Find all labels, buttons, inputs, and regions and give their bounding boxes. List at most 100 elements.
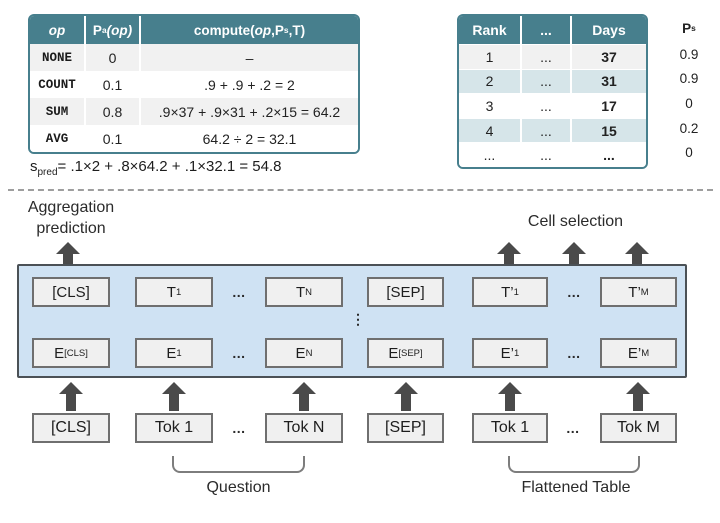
- pa-base: P: [92, 22, 102, 38]
- cell-selection-arrow-icon: [625, 242, 649, 266]
- ellipsis: ...: [567, 345, 581, 361]
- token-label: E: [54, 344, 65, 362]
- token-label: E: [166, 344, 177, 362]
- arrow-head: [394, 382, 418, 394]
- input-arrow-icon: [498, 382, 522, 411]
- vertical-ellipsis: ⋮: [351, 311, 365, 327]
- ps-base: P: [682, 20, 692, 36]
- arrow-shaft: [633, 394, 643, 411]
- rank-value: 4: [485, 122, 494, 139]
- token-label: T: [166, 283, 176, 301]
- ellipsis-cell: ...: [520, 69, 570, 94]
- ps-value: 0.9: [679, 71, 699, 87]
- days-header: Days: [570, 16, 646, 44]
- input-arrow-icon: [394, 382, 418, 411]
- compute-op: op: [254, 22, 272, 38]
- e-box-cls: E[CLS]: [32, 338, 110, 368]
- t-box-sep: [SEP]: [367, 277, 444, 307]
- aggregation-label-line1: Aggregation: [27, 199, 115, 216]
- rank-header: Rank: [472, 22, 507, 38]
- days-value: ...: [570, 143, 646, 167]
- token-label: T’: [628, 283, 641, 301]
- input-box-cls: [CLS]: [32, 413, 110, 443]
- compute-pre: compute(: [193, 22, 255, 38]
- days-value: 17: [570, 94, 646, 118]
- rank-table-header-row: Rank ... Days: [459, 16, 646, 44]
- token-sub: 1: [176, 347, 182, 359]
- rank-value: ...: [483, 147, 496, 164]
- op-name: AVG: [45, 131, 69, 146]
- days-value: 37: [570, 45, 646, 69]
- rank-value: 1: [485, 48, 494, 65]
- transformer-box: [17, 264, 687, 378]
- compute-mid: ,P: [271, 22, 284, 38]
- ellipsis-cell: ...: [520, 94, 570, 118]
- arrow-head: [162, 382, 186, 394]
- s-pred-base: s: [30, 158, 38, 175]
- op-compute-value: –: [139, 44, 358, 71]
- arrow-shaft: [169, 394, 179, 411]
- ellipsis: ...: [232, 284, 246, 300]
- rank-value: 2: [485, 73, 494, 90]
- token-label: E’: [500, 344, 515, 362]
- dashed-divider: [8, 189, 713, 191]
- s-pred-sub: pred: [37, 167, 58, 178]
- arrow-shaft: [504, 254, 514, 266]
- cell-selection-arrow-icon: [497, 242, 521, 266]
- token-label: E’: [627, 344, 642, 362]
- ps-value: 0: [685, 145, 693, 161]
- ellipsis: ...: [567, 284, 581, 300]
- op-probability: 0.1: [84, 71, 139, 98]
- cell-selection-arrow-icon: [562, 242, 586, 266]
- question-label: Question: [206, 479, 271, 496]
- e-box-prime-m: E’M: [600, 338, 677, 368]
- token-sub: 1: [514, 347, 520, 359]
- rank-days-table: Rank ... Days 1 ... 37 2 ... 31 3 ... 17…: [457, 14, 648, 169]
- token-label: [CLS]: [52, 283, 90, 301]
- ellipsis: ...: [232, 345, 246, 361]
- input-box-tokm: Tok M: [600, 413, 677, 443]
- compute-sub: s: [283, 25, 289, 35]
- arrow-shaft: [299, 394, 309, 411]
- arrow-shaft: [632, 254, 642, 266]
- arrow-head: [626, 382, 650, 394]
- token-sub: [SEP]: [398, 347, 423, 359]
- arrow-shaft: [505, 394, 515, 411]
- e-box-sep: E[SEP]: [367, 338, 444, 368]
- op-table-row-none: NONE 0 –: [30, 44, 358, 71]
- arrow-head: [498, 382, 522, 394]
- arrow-head: [292, 382, 316, 394]
- ps-sub: s: [691, 23, 696, 33]
- token-sub: M: [641, 347, 650, 359]
- aggregation-prediction-label: Aggregation prediction: [6, 197, 136, 239]
- arrow-shaft: [63, 254, 73, 266]
- rank-table-row: 3 ... 17: [459, 93, 646, 118]
- ellipsis-cell: ...: [520, 143, 570, 167]
- token-sub: N: [305, 347, 313, 359]
- pa-sub: a: [101, 25, 107, 35]
- t-box-prime-1: T’1: [472, 277, 548, 307]
- ps-value: 0.9: [679, 46, 699, 62]
- aggregation-arrow-icon: [56, 242, 80, 266]
- s-pred-expression: = .1×2 + .8×64.2 + .1×32.1 = 54.8: [57, 158, 282, 175]
- token-sub: [CLS]: [64, 347, 88, 359]
- arrow-head: [59, 382, 83, 394]
- input-arrow-icon: [59, 382, 83, 411]
- token-label: T: [295, 283, 306, 301]
- cell-selection-label: Cell selection: [527, 213, 624, 230]
- op-probability: 0.8: [84, 98, 139, 125]
- pa-arg: (op): [106, 22, 133, 38]
- token-label: T’: [501, 283, 514, 301]
- input-arrow-icon: [162, 382, 186, 411]
- op-name: NONE: [41, 50, 72, 65]
- ellipsis-cell: ...: [520, 45, 570, 69]
- ellipsis: ...: [232, 420, 246, 436]
- token-label: E: [295, 344, 306, 362]
